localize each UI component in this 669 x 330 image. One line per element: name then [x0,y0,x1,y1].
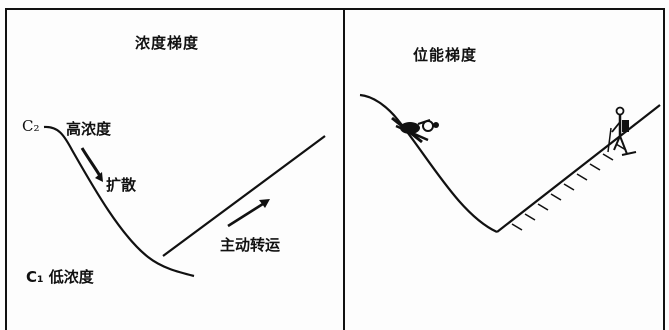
right-panel-title: 位能梯度 [413,46,478,64]
potential-energy-gradient-panel: 位能梯度 [343,8,665,330]
left-panel-title: 浓度梯度 [135,34,200,52]
concentration-valley-curve [43,125,195,278]
diffusion-arrow-icon [80,147,103,182]
active-transport-arrow-icon [227,199,270,228]
slope-hatching [511,143,627,231]
uphill-slope-line [496,104,661,233]
low-concentration-label: C₁ 低浓度 [26,268,94,286]
active-transport-slope-line [162,135,326,257]
skier-downhill-icon [391,116,439,144]
diffusion-label: 扩散 [106,176,137,194]
potential-valley-curve [359,93,498,233]
c2-label: C₂ [22,117,40,135]
high-concentration-label: 高浓度 [66,120,112,138]
active-transport-label: 主动转运 [220,236,281,254]
person-uphill-icon [607,106,637,156]
